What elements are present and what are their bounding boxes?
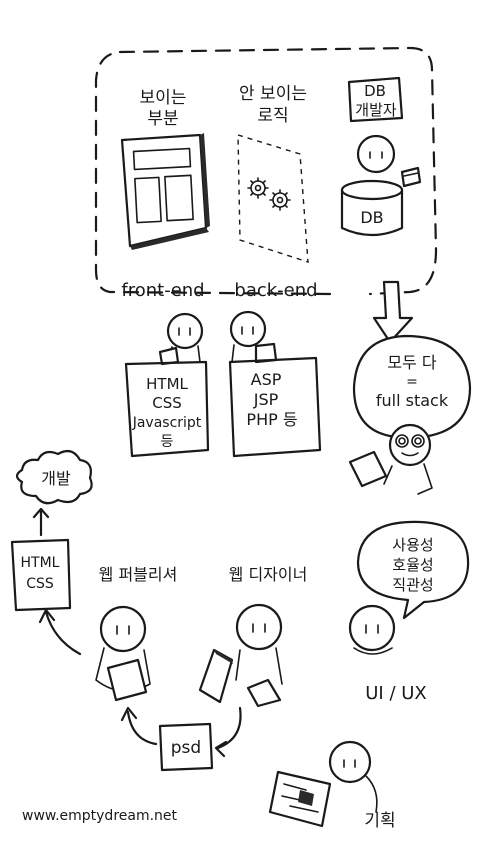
- database-cylinder-icon: DB: [340, 179, 404, 237]
- webpage-layout-sketch: [120, 133, 210, 250]
- back-skill-jsp: JSP: [253, 390, 279, 409]
- front-skill-etc: 등: [161, 434, 174, 450]
- label-db-developer-1: DB: [364, 82, 386, 100]
- dashed-boundary: [94, 46, 438, 296]
- db-developer-label-box: [347, 76, 404, 123]
- db-label: DB: [360, 208, 383, 227]
- uiux-line-1: 사용성: [392, 536, 433, 554]
- uiux-line-3: 직관성: [392, 576, 433, 594]
- watermark-url: www.emptydream.net: [22, 808, 178, 824]
- uiux-line-2: 호율성: [392, 556, 433, 574]
- html-css-box: [10, 538, 72, 612]
- front-skill-css: CSS: [152, 394, 182, 412]
- label-development: 개발: [41, 469, 71, 488]
- label-invisible-logic-1: 안 보이는: [239, 84, 307, 104]
- development-cloud: [15, 449, 93, 505]
- front-skill-html: HTML: [146, 375, 188, 393]
- front-end-skills-box: [124, 360, 210, 458]
- db-developer-figure: [356, 134, 422, 188]
- back-skill-asp: ASP: [251, 370, 282, 389]
- label-front-end: front-end: [121, 280, 204, 301]
- front-skill-js: Javascript: [132, 415, 202, 431]
- label-planning: 기획: [364, 811, 395, 831]
- gear-icon: [247, 177, 269, 199]
- label-visible-part-2: 부분: [147, 109, 178, 129]
- back-skill-php: PHP 등: [246, 410, 297, 429]
- psd-box: [158, 722, 214, 772]
- back-end-developer-figure: [229, 310, 278, 364]
- fullstack-developer-figure: [348, 423, 433, 495]
- gear-icon: [269, 189, 291, 211]
- web-designer-figure: [198, 603, 283, 708]
- arrow-publisher-to-html: [38, 608, 82, 656]
- arrow-to-fullstack: [372, 280, 414, 344]
- arrow-to-development: [32, 507, 50, 537]
- fullstack-line-2: =: [406, 374, 418, 390]
- html-css-line-1: HTML: [21, 555, 60, 571]
- uiux-speech-bubble: [356, 520, 470, 620]
- backend-logic-sketch: [237, 134, 309, 263]
- back-end-skills-box: [228, 356, 322, 458]
- uiux-figure: [348, 604, 396, 655]
- front-end-developer-figure: [158, 312, 204, 366]
- fullstack-line-1: 모두 다: [387, 353, 437, 372]
- html-css-line-2: CSS: [26, 576, 54, 592]
- web-publisher-figure: [95, 605, 151, 702]
- label-visible-part-1: 보이는: [140, 88, 187, 108]
- fullstack-line-3: full stack: [376, 391, 449, 410]
- arrow-psd-to-publisher: [120, 706, 158, 746]
- psd-label: psd: [171, 738, 201, 758]
- label-back-end: back-end: [234, 280, 317, 301]
- label-ui-ux: UI / UX: [365, 683, 427, 704]
- label-db-developer-2: 개발자: [355, 101, 397, 119]
- arrow-designer-to-psd: [214, 706, 242, 758]
- label-web-publisher: 웹 퍼블리셔: [99, 565, 178, 584]
- label-web-designer: 웹 디자이너: [229, 565, 308, 584]
- label-invisible-logic-2: 로직: [257, 106, 288, 126]
- planner-figure: [268, 740, 378, 828]
